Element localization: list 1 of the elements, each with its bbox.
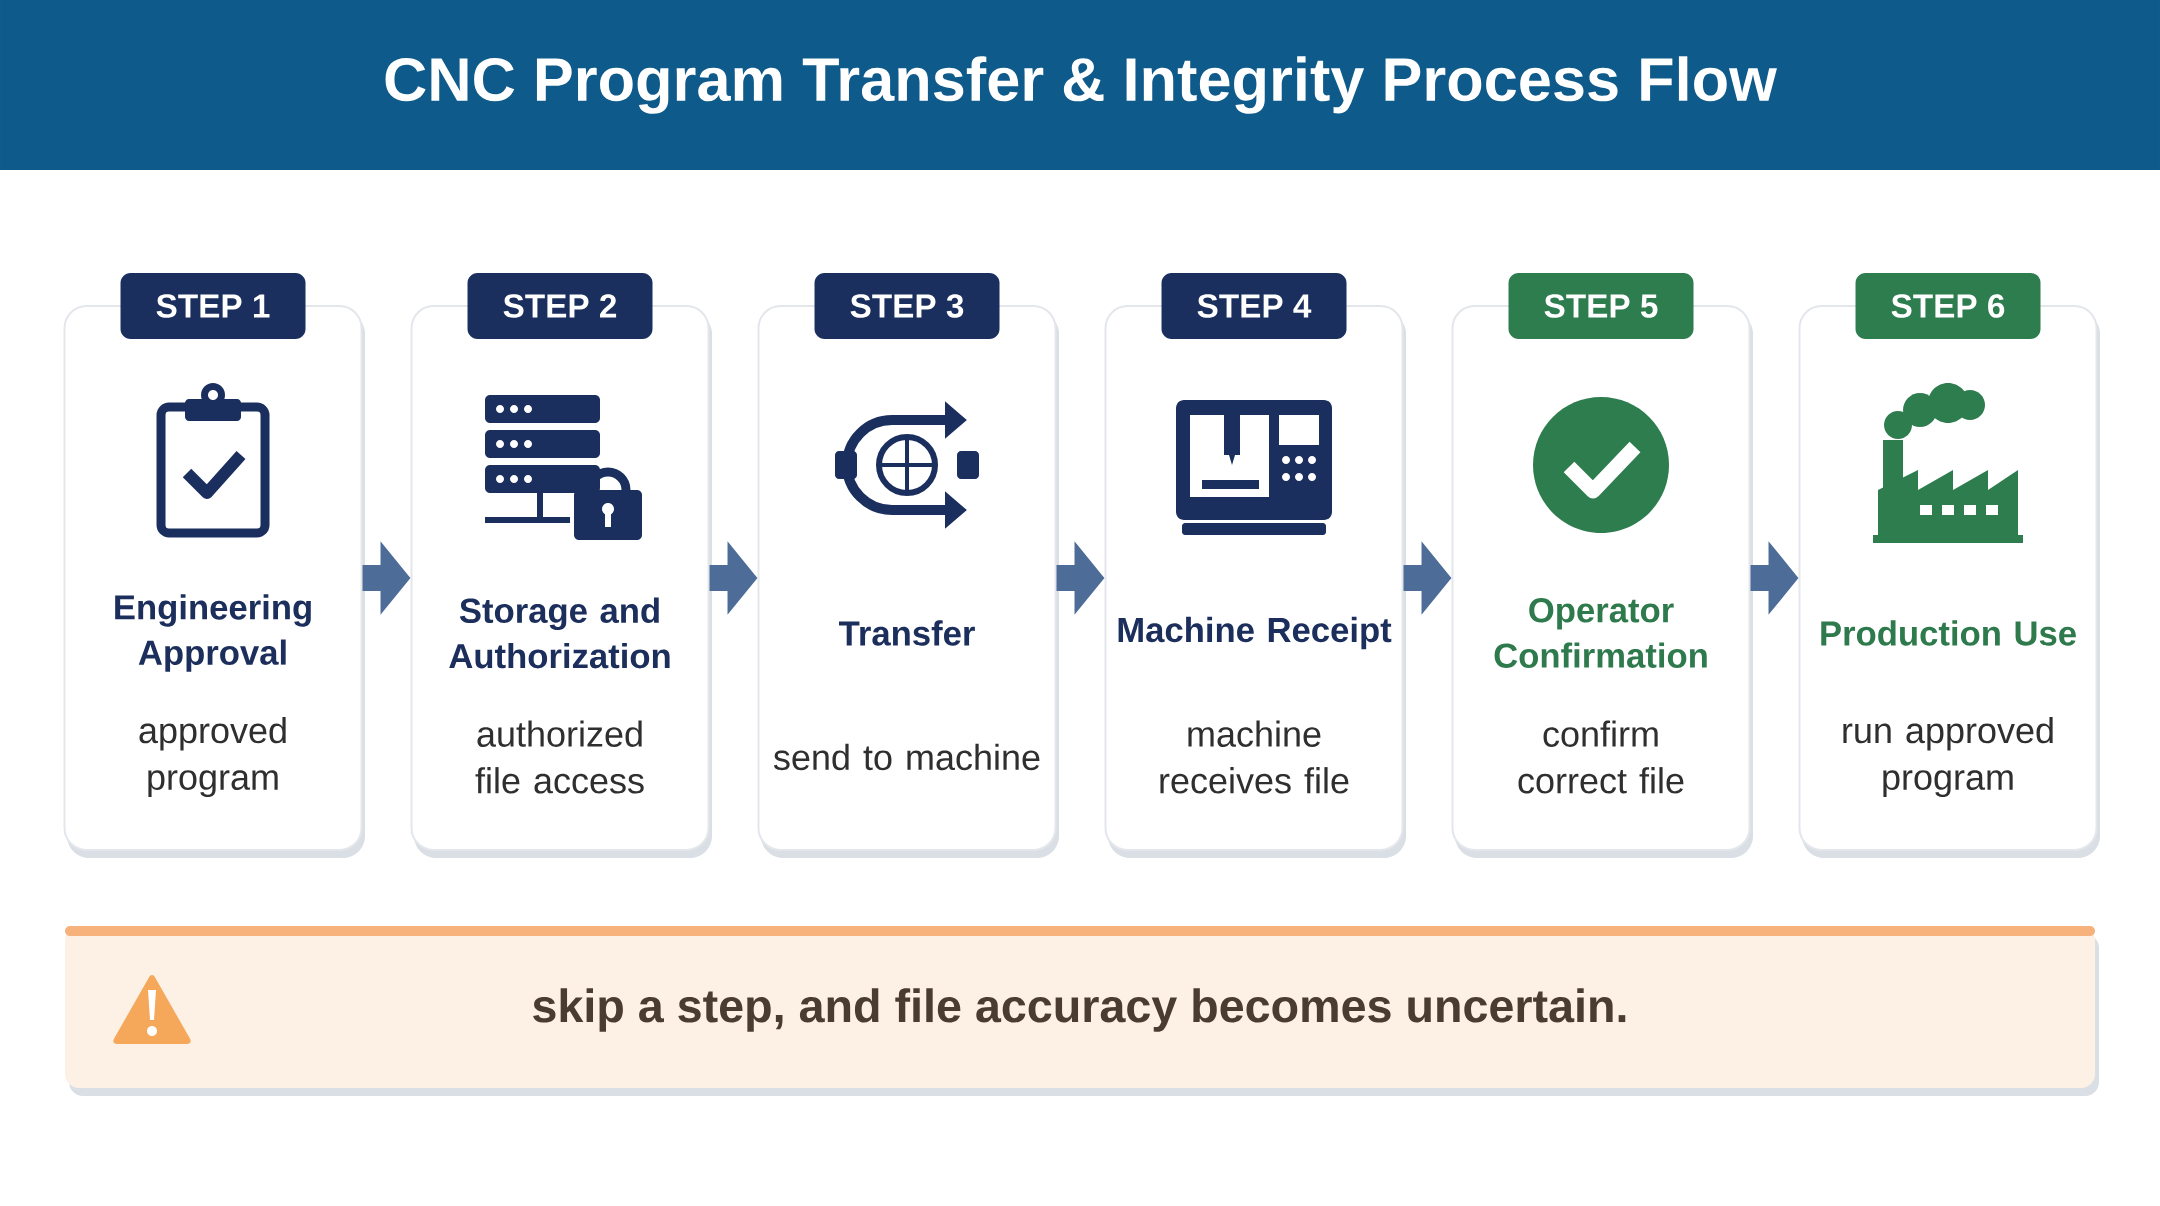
title: CNC Program Transfer & Integrity Process Flow bbox=[385, 56, 1777, 114]
